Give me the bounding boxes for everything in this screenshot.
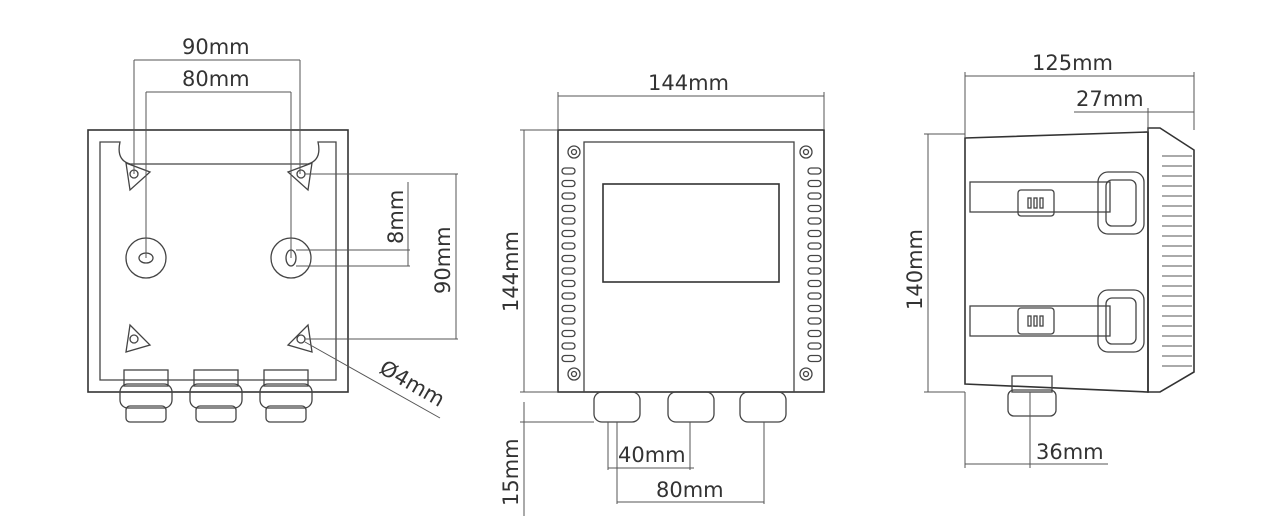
vent-slot-left: [561, 354, 576, 363]
vent-slot-right: [807, 329, 822, 338]
dim-line-15mm: [520, 402, 594, 516]
front-cable-glands: [593, 391, 787, 423]
vent-slot-right: [807, 304, 822, 313]
vent-slot-left: [561, 242, 576, 250]
vent-slot-left: [561, 279, 576, 288]
front-view: 144mm 144mm 40mm 80mm 15mm: [499, 71, 825, 516]
dim-text-140mm: 140mm: [903, 229, 927, 310]
vent-slot-left: [561, 167, 576, 175]
dim-line-40mm: [607, 422, 694, 470]
dim-text-144mm-width: 144mm: [648, 71, 729, 95]
dim-text-8mm: 8mm: [384, 190, 408, 244]
mount-hole-bottom-right: [296, 334, 306, 344]
vent-slot-left: [561, 217, 576, 225]
vent-slot-left: [561, 267, 576, 275]
dim-line-8mm: [296, 182, 410, 267]
front-enclosure: [557, 129, 825, 393]
rear-cable-glands: [119, 369, 313, 423]
vent-slot-right: [807, 167, 822, 175]
vent-slot-left: [561, 179, 576, 188]
side-bezel-fins: [1162, 155, 1192, 367]
dim-line-80mm-width: [145, 91, 292, 258]
vent-slot-right: [807, 192, 822, 200]
dim-text-80mm-width: 80mm: [182, 67, 250, 91]
front-screws: [567, 145, 813, 381]
vent-slot-left: [561, 204, 576, 213]
side-bezel: [1147, 127, 1195, 393]
dim-text-36mm: 36mm: [1036, 440, 1104, 464]
vent-slot-left: [561, 317, 576, 325]
dim-line-27mm: [1074, 108, 1194, 132]
vent-slot-right: [807, 204, 822, 213]
vent-slot-right: [807, 242, 822, 250]
dim-text-hole-diameter: Ø4mm: [376, 356, 449, 412]
vent-slot-left: [561, 329, 576, 338]
dim-text-90mm-width: 90mm: [182, 35, 250, 59]
vent-slot-left: [561, 292, 576, 300]
vent-slots: [561, 167, 822, 363]
dim-text-15mm: 15mm: [499, 438, 523, 506]
vent-slot-right: [807, 179, 822, 188]
vent-slot-left: [561, 304, 576, 313]
vent-slot-left: [561, 342, 576, 350]
vent-slot-left: [561, 192, 576, 200]
mounting-clip-top: [969, 171, 1145, 235]
side-housing: [964, 131, 1149, 393]
dim-line-125mm: [964, 72, 1195, 138]
vent-slot-left: [561, 254, 576, 263]
dim-line-144mm-width: [557, 92, 825, 130]
vent-slot-right: [807, 354, 822, 363]
display-window: [602, 183, 780, 283]
front-panel: [583, 141, 795, 393]
mount-hole-bottom-left: [129, 334, 139, 344]
dim-line-140mm: [924, 133, 965, 393]
rear-enclosure-outer: [87, 129, 349, 393]
dim-text-125mm: 125mm: [1032, 51, 1113, 75]
dim-text-90mm-height: 90mm: [431, 226, 455, 294]
dim-line-hole-diameter: [304, 341, 441, 419]
mounting-clip-bottom: [969, 289, 1145, 353]
dim-text-144mm-height: 144mm: [499, 231, 523, 312]
vent-slot-left: [561, 229, 576, 238]
vent-slot-right: [807, 342, 822, 350]
vent-slot-right: [807, 279, 822, 288]
rear-view: 90mm 80mm 8mm 90mm Ø4mm: [87, 35, 458, 423]
dim-line-90mm-height: [305, 173, 458, 340]
vent-slot-right: [807, 217, 822, 225]
side-view: 125mm 27mm 140mm 36mm: [903, 51, 1195, 468]
dim-text-80mm: 80mm: [656, 478, 724, 502]
mount-hole-top-right: [296, 169, 306, 179]
dim-line-90mm-width: [133, 59, 301, 174]
vent-slot-right: [807, 229, 822, 238]
side-cable-gland: [1007, 375, 1057, 417]
dim-line-144mm-height: [520, 129, 558, 393]
dim-text-40mm: 40mm: [618, 443, 686, 467]
vent-slot-right: [807, 254, 822, 263]
vent-slot-right: [807, 317, 822, 325]
mount-bracket-bottom-left: [125, 323, 152, 353]
dim-line-80mm: [616, 422, 765, 504]
vent-slot-right: [807, 292, 822, 300]
dim-text-27mm: 27mm: [1076, 87, 1144, 111]
vent-slot-right: [807, 267, 822, 275]
mount-bracket-top-left: [125, 162, 152, 192]
dim-line-36mm: [964, 392, 1108, 468]
